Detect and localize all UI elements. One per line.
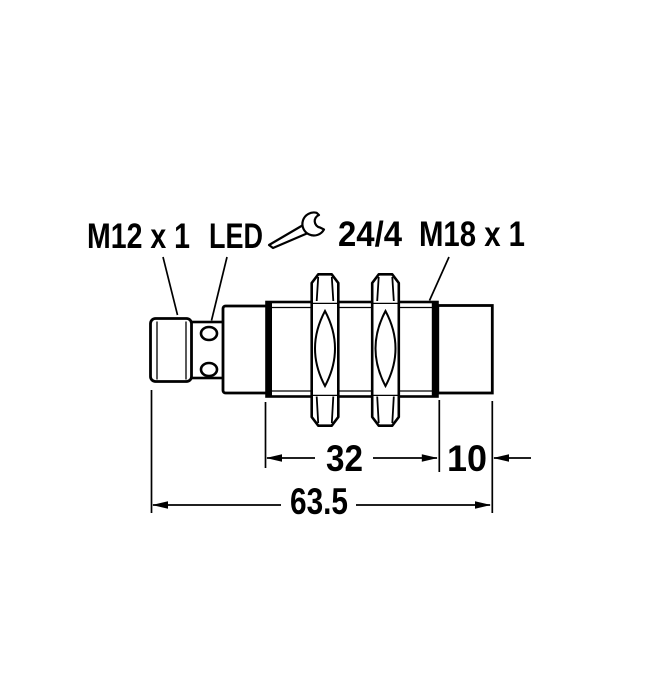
dimension-63-5 <box>152 501 491 509</box>
sensor-body <box>149 272 494 428</box>
sensing-face <box>436 304 494 395</box>
m12-connector <box>149 317 193 383</box>
leader-m18 <box>428 256 450 301</box>
dimension-annotations <box>150 390 531 513</box>
leader-m12 <box>162 256 179 316</box>
dimension-text-63-5: 63.5 <box>290 481 348 522</box>
arrowhead-63-5-right <box>475 501 491 509</box>
label-led: LED <box>209 217 263 256</box>
wrench-icon <box>267 211 326 250</box>
label-wrench-size: 24/4 <box>338 215 402 254</box>
leader-lines <box>162 256 450 321</box>
threaded-barrel <box>265 300 439 398</box>
arrowhead-63-5-left <box>152 501 168 509</box>
hex-nut-2 <box>370 272 401 428</box>
label-m12-thread: M12 x 1 <box>87 217 190 256</box>
rear-housing <box>221 304 271 395</box>
dimension-text-10: 10 <box>447 438 487 479</box>
arrowhead-32-right <box>421 454 438 462</box>
dimension-10 <box>493 454 531 462</box>
leader-led <box>210 256 228 321</box>
wrench-head <box>301 211 326 237</box>
dimension-text-32: 32 <box>326 438 363 479</box>
hex-nut-1 <box>310 272 340 428</box>
label-m18-thread: M18 x 1 <box>419 215 525 254</box>
barrel-left-shoulder <box>266 301 272 397</box>
barrel-right-shoulder <box>431 301 438 397</box>
arrowhead-10 <box>493 454 509 462</box>
dimension-32 <box>266 454 438 462</box>
arrowhead-32-left <box>266 454 282 462</box>
led-indicator-2 <box>199 361 219 378</box>
led-indicator-1 <box>199 325 219 342</box>
